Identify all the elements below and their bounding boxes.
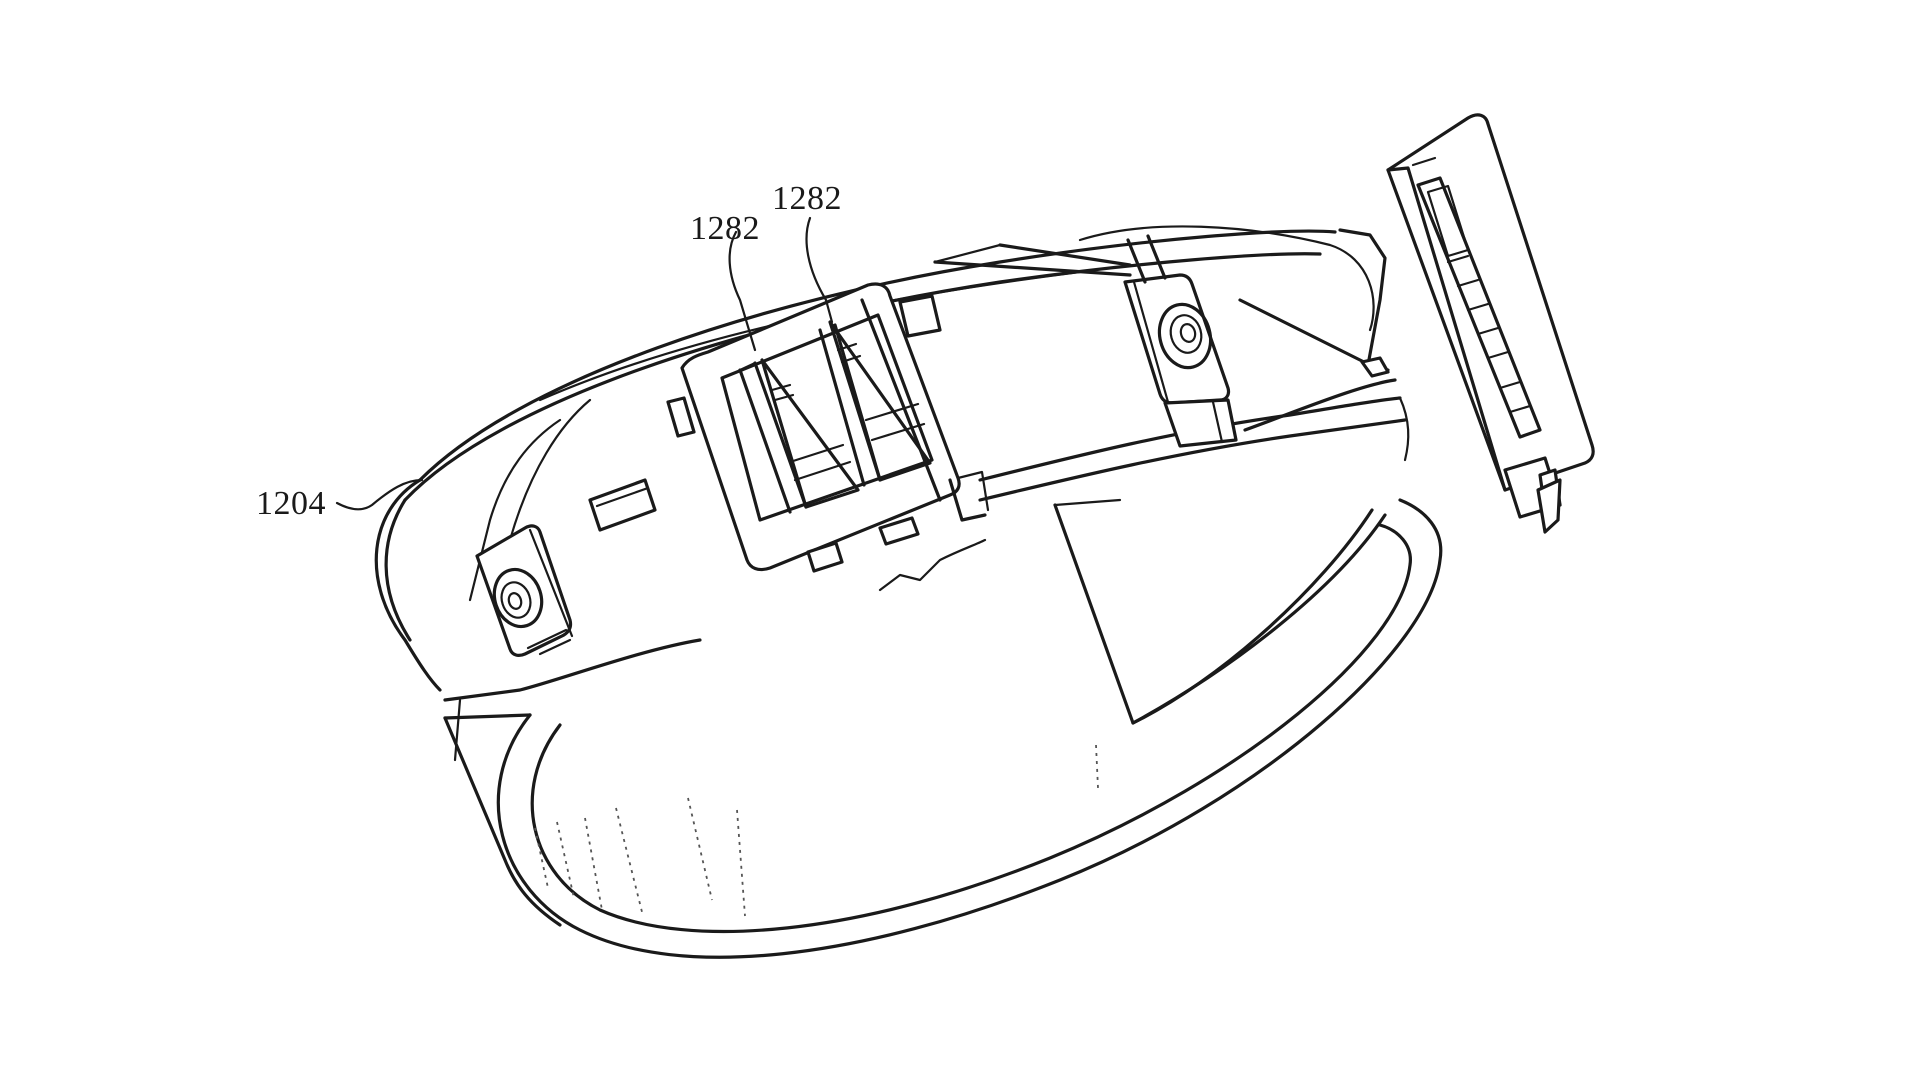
band-loop [374,229,1443,959]
rectangular-button [588,478,657,532]
leader-lines [335,216,834,511]
watch-connector-lug [1386,113,1595,534]
center-sensor-housing [666,282,990,592]
ref-label-1204: 1204 [256,485,326,522]
band-upper-right-segment [1238,228,1397,432]
upper-right-camera-module [1123,234,1238,448]
ref-label-1282-right: 1282 [772,180,842,217]
left-camera-module [475,524,574,657]
strut [933,225,1375,332]
ref-label-1282-left: 1282 [690,210,760,247]
inner-panel-wedge [1053,498,1387,725]
